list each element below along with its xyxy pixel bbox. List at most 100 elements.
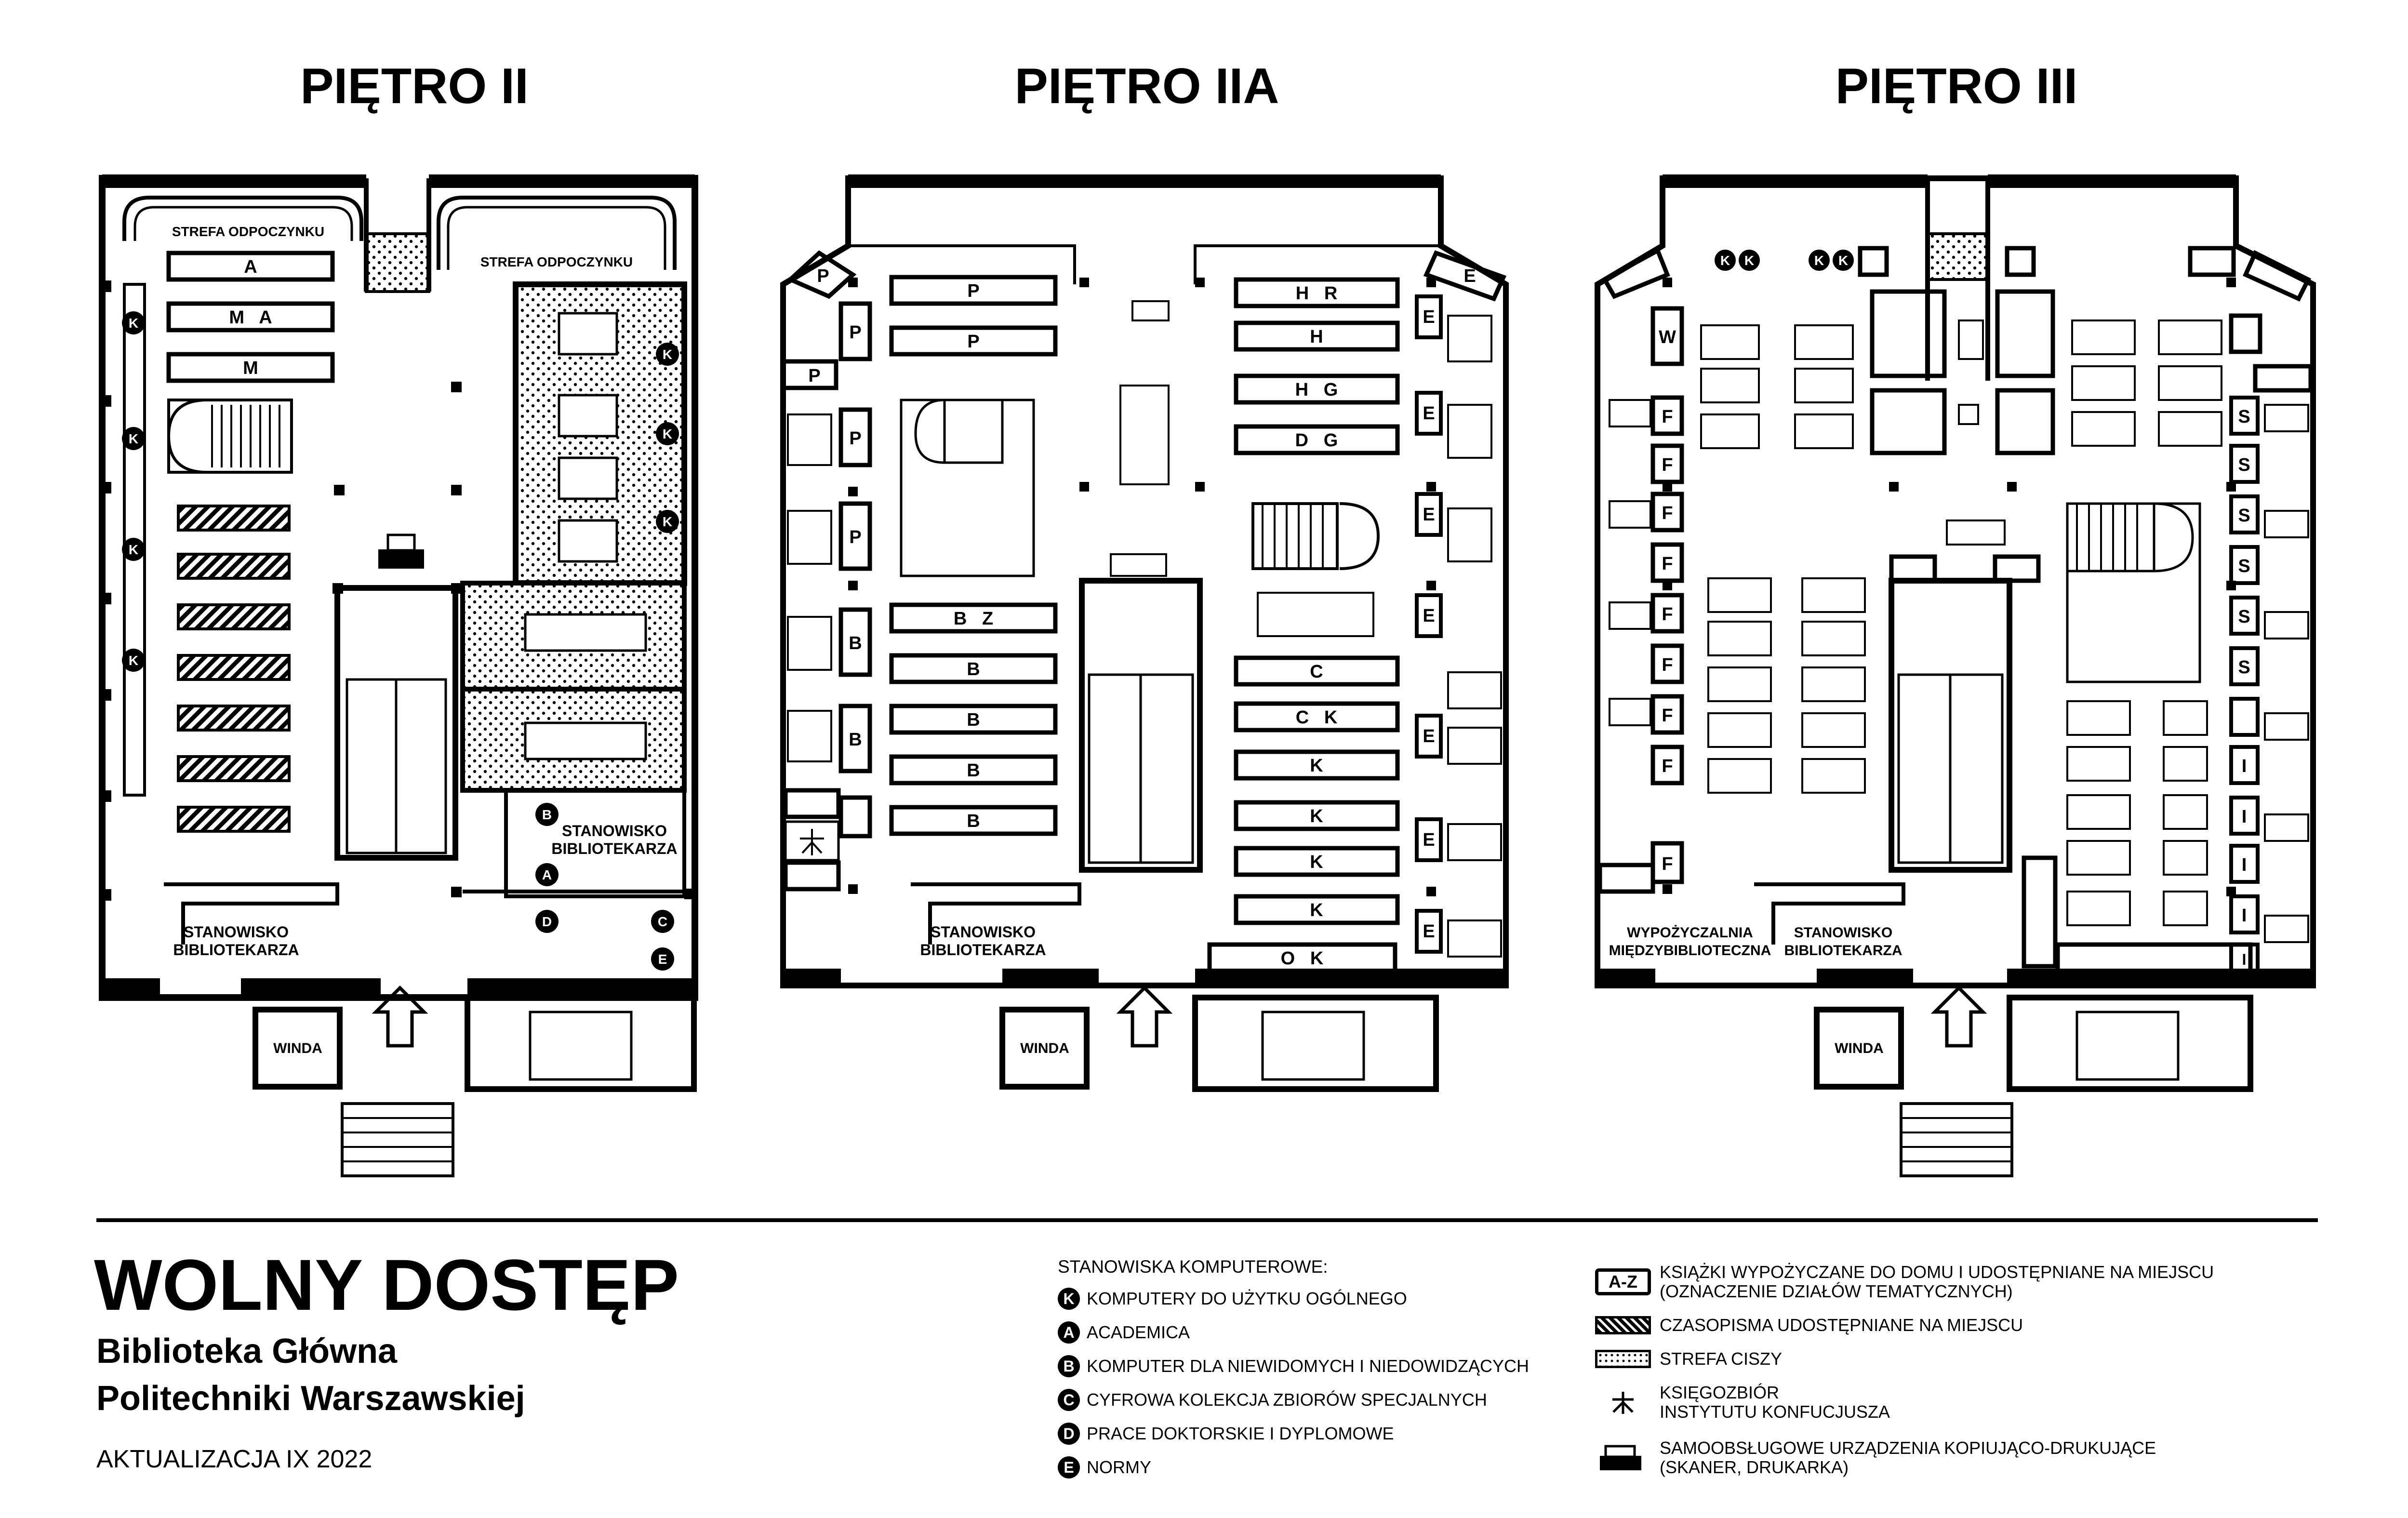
svg-text:K: K (1838, 253, 1848, 268)
floor-3-computer-badges: K K K K (1715, 250, 1854, 271)
svg-text:K: K (663, 347, 672, 362)
floor-plans: STREFA ODPOCZYNKU STREFA ODPOCZYNKU A M … (99, 174, 2316, 1177)
svg-text:F: F (1662, 503, 1673, 523)
az-shelf-icon: A-Z (1595, 1268, 1651, 1295)
floor-2-computer-badges: K K K K K K K B A D C E (122, 311, 679, 971)
floor-title-3: PIĘTRO III (1835, 58, 2078, 114)
svg-text:K: K (1720, 253, 1730, 268)
floor-2-librarian-desk-label: STANOWISKO (184, 923, 289, 941)
floor-2-shelf-a (166, 251, 335, 282)
svg-text:O K: O K (1281, 948, 1324, 969)
svg-text:E: E (1423, 307, 1435, 327)
svg-text:C: C (1310, 662, 1323, 682)
svg-text:E: E (1423, 606, 1435, 626)
hatch-pattern-icon (1595, 1316, 1651, 1334)
svg-text:E: E (1423, 830, 1435, 850)
floor-2a-shelf-p2 (889, 325, 1058, 357)
svg-text:STANOWISKO: STANOWISKO (1794, 925, 1892, 941)
printer-icon (1595, 1444, 1651, 1471)
svg-text:K: K (1310, 756, 1323, 776)
legend-books: A-Z KSIĄŻKI WYPOŻYCZANE DO DOMU I UDOSTĘ… (1595, 1263, 2214, 1301)
svg-text:H G: H G (1295, 380, 1338, 400)
floor-title-2a: PIĘTRO IIA (1014, 58, 1279, 114)
floor-3-plan (1595, 174, 2316, 1177)
floor-2a-plan (780, 174, 1509, 1092)
svg-text:K: K (1310, 852, 1323, 872)
svg-text:S: S (2238, 506, 2250, 526)
svg-text:B: B (542, 807, 552, 822)
svg-text:H R: H R (1296, 283, 1338, 304)
svg-text:STANOWISKO: STANOWISKO (931, 923, 1036, 941)
svg-text:K: K (663, 514, 672, 529)
svg-text:BIBLIOTEKARZA: BIBLIOTEKARZA (551, 840, 677, 857)
svg-text:B: B (849, 633, 862, 653)
svg-text:B: B (967, 659, 980, 679)
legend-title: WOLNY DOSTĘP (94, 1244, 679, 1325)
update-date: AKTUALIZACJA IX 2022 (96, 1445, 373, 1473)
svg-text:D G: D G (1295, 430, 1338, 451)
svg-text:BIBLIOTEKARZA: BIBLIOTEKARZA (920, 941, 1046, 959)
svg-text:K: K (129, 431, 138, 446)
svg-text:MIĘDZYBIBLIOTECZNA: MIĘDZYBIBLIOTECZNA (1609, 943, 1771, 959)
svg-text:S: S (2238, 455, 2250, 475)
svg-text:F: F (1662, 455, 1673, 475)
svg-text:C K: C K (1296, 707, 1338, 728)
svg-text:A: A (542, 867, 552, 882)
svg-text:P: P (808, 366, 820, 386)
floor-2-shelf-label: M A (229, 307, 272, 328)
floor-2-rest-zone-right: STREFA ODPOCZYNKU (480, 254, 633, 269)
svg-text:BIBLIOTEKARZA: BIBLIOTEKARZA (173, 941, 299, 959)
svg-text:S: S (2238, 607, 2250, 627)
floor-2-rest-zone-left: STREFA ODPOCZYNKU (172, 224, 324, 239)
svg-text:D: D (542, 914, 552, 929)
library-name: Biblioteka Główna Politechniki Warszawsk… (96, 1332, 525, 1418)
svg-text:F: F (1662, 407, 1673, 427)
svg-text:S: S (2238, 407, 2250, 427)
svg-text:K: K (129, 316, 138, 331)
floor-2-shelf-label: M (243, 358, 258, 378)
svg-text:P: P (849, 527, 861, 547)
svg-text:K: K (129, 653, 138, 668)
svg-text:F: F (1662, 655, 1673, 675)
confucius-icon (800, 829, 824, 855)
svg-text:P: P (967, 332, 979, 352)
legend-printer: SAMOOBSŁUGOWE URZĄDZENIA KOPIUJĄCO-DRUKU… (1595, 1438, 2156, 1477)
svg-text:E: E (1463, 266, 1476, 286)
svg-text:I: I (2242, 855, 2247, 875)
floor-title-2: PIĘTRO II (300, 58, 529, 114)
dots-pattern-icon (1595, 1350, 1651, 1368)
svg-text:H: H (1310, 327, 1323, 347)
floor-2-elevator-label: WINDA (273, 1040, 322, 1056)
svg-text:E: E (658, 952, 667, 967)
svg-text:K: K (1814, 253, 1824, 268)
svg-text:K: K (1744, 253, 1754, 268)
floor-2-shelf-m (166, 352, 335, 383)
floor-2-printer-icon (378, 549, 424, 569)
legend-quiet-zone: STREFA CISZY (1595, 1349, 1782, 1369)
svg-text:K: K (1310, 900, 1323, 920)
floor-3-interlibrary-label: WYPOŻYCZALNIA (1627, 925, 1753, 941)
svg-text:F: F (1662, 854, 1673, 874)
svg-text:S: S (2238, 556, 2250, 576)
svg-text:I: I (2242, 756, 2247, 776)
svg-text:P: P (967, 281, 979, 301)
svg-text:I: I (2242, 951, 2247, 968)
floor-2-plan (99, 174, 698, 1177)
svg-text:F: F (1662, 554, 1673, 574)
svg-text:I: I (2242, 807, 2247, 827)
svg-text:K: K (663, 426, 672, 441)
svg-text:B: B (967, 710, 980, 730)
svg-text:E: E (1423, 921, 1435, 942)
svg-text:BIBLIOTEKARZA: BIBLIOTEKARZA (1784, 943, 1902, 959)
svg-text:K: K (1310, 806, 1323, 826)
svg-text:WINDA: WINDA (1020, 1040, 1069, 1056)
svg-text:WINDA: WINDA (1835, 1040, 1884, 1056)
